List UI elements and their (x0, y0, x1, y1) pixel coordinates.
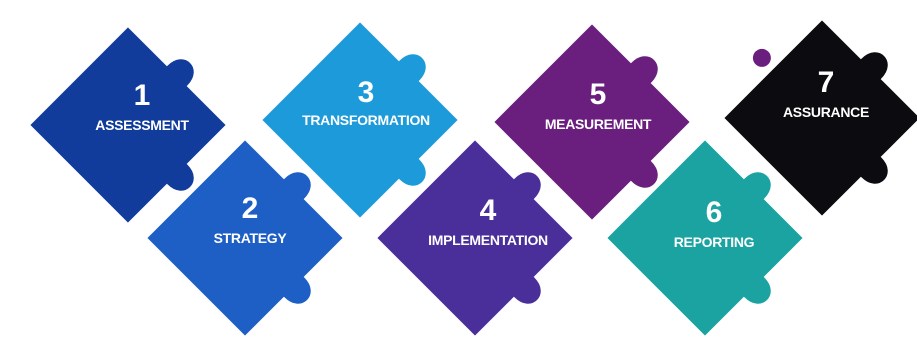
puzzle-piece-7-number: 7 (818, 66, 835, 99)
puzzle-piece-3-knob-hole (290, 50, 309, 69)
puzzle-piece-1-label: ASSESSMENT (95, 117, 189, 133)
puzzle-piece-5-number: 5 (590, 78, 607, 111)
puzzle-piece-1 (27, 24, 229, 226)
puzzle-piece-1-shape (27, 24, 229, 226)
puzzle-piece-5-shape (491, 21, 693, 223)
puzzle-piece-4-knob-hole (405, 289, 424, 308)
puzzle-piece-7-label: ASSURANCE (783, 104, 869, 120)
puzzle-piece-5 (491, 21, 693, 223)
puzzle-piece-2-shape (144, 137, 346, 339)
puzzle-piece-6 (604, 137, 806, 339)
puzzle-piece-6-number: 6 (706, 196, 723, 229)
puzzle-piece-6-shape (604, 137, 806, 339)
puzzle-piece-7 (721, 17, 917, 219)
puzzle-piece-2 (144, 137, 346, 339)
puzzle-piece-3-number: 3 (358, 76, 375, 109)
puzzle-piece-4 (374, 137, 576, 339)
puzzle-piece-1-knob-hole (58, 55, 77, 74)
puzzle-piece-1-number: 1 (134, 79, 151, 112)
puzzle-piece-3-label: TRANSFORMATION (302, 112, 430, 128)
puzzle-piece-4-number: 4 (480, 194, 497, 227)
puzzle-piece-7-knob-hole (752, 48, 771, 67)
puzzle-piece-4-label: IMPLEMENTATION (428, 232, 548, 248)
puzzle-piece-5-knob-hole (522, 52, 541, 71)
puzzle-piece-5-label: MEASUREMENT (545, 116, 652, 132)
puzzle-piece-2-label: STRATEGY (214, 230, 288, 246)
puzzle-piece-7-shape (721, 17, 917, 219)
puzzle-piece-2-number: 2 (242, 192, 259, 225)
puzzle-piece-6-knob-hole (635, 289, 654, 308)
puzzle-piece-2-knob-hole (175, 289, 194, 308)
puzzle-piece-6-label: REPORTING (674, 234, 755, 250)
puzzle-piece-3-shape (259, 19, 461, 221)
puzzle-piece-4-shape (374, 137, 576, 339)
puzzle-piece-3 (259, 19, 461, 221)
